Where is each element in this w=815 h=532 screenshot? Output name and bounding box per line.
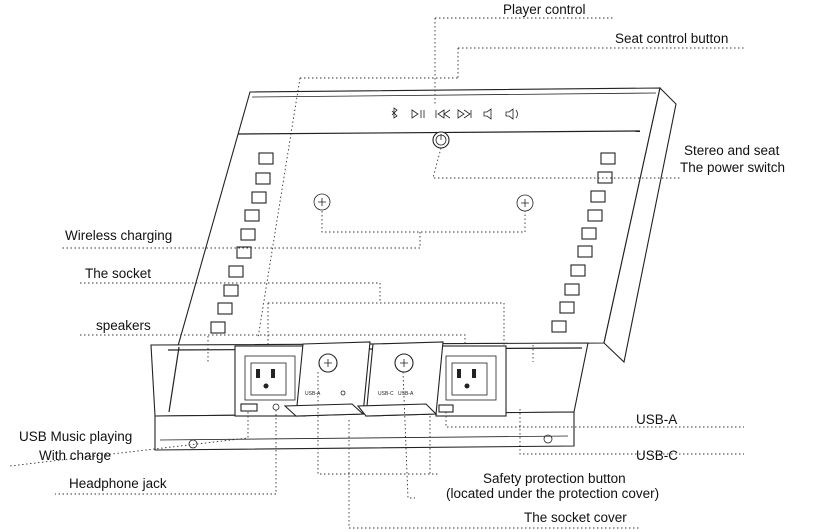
usb-a-label: USB-A (636, 412, 678, 427)
usb-music-label-line2: With charge (39, 448, 112, 463)
right-socket (435, 345, 507, 417)
volume-down-icon (483, 108, 492, 120)
seat-control-buttons-right (551, 152, 616, 333)
power-switch-button (432, 131, 450, 149)
bluetooth-icon (391, 107, 398, 119)
cover-left-text: USB-A (305, 391, 321, 397)
wireless-charging-left-icon (313, 193, 331, 211)
socket-label: The socket (85, 266, 152, 281)
left-socket (234, 345, 306, 417)
seat-control-button-label: Seat control button (615, 31, 729, 46)
leader-lines (9, 17, 745, 529)
cover-right-text: USB-C (378, 391, 394, 397)
previous-icon (435, 109, 451, 119)
next-icon (457, 109, 472, 119)
seat-control-buttons-left (210, 152, 274, 334)
safety-button-label-line1: Safety protection button (483, 471, 626, 486)
socket-cover-label: The socket cover (524, 510, 627, 525)
left-socket-cover: USB-A (283, 341, 371, 417)
cover-right-text-2: USB-A (398, 391, 414, 397)
right-socket-cover: USB-C USB-A (356, 341, 444, 417)
device-panel (177, 86, 677, 364)
usb-music-label-line1: USB Music playing (19, 429, 133, 444)
play-pause-icon (411, 109, 425, 119)
headphone-jack-label: Headphone jack (69, 476, 167, 491)
stereo-seat-label-line1: Stereo and seat (684, 143, 780, 158)
stereo-seat-label-line2: The power switch (680, 160, 786, 175)
safety-button-label-line2: (located under the protection cover) (446, 486, 660, 501)
wireless-charging-label: Wireless charging (65, 228, 173, 243)
player-control-icons (391, 107, 518, 120)
player-control-label: Player control (503, 2, 586, 17)
usb-c-label: USB-C (636, 448, 679, 463)
volume-up-icon (505, 108, 518, 120)
speakers-label: speakers (96, 318, 151, 333)
